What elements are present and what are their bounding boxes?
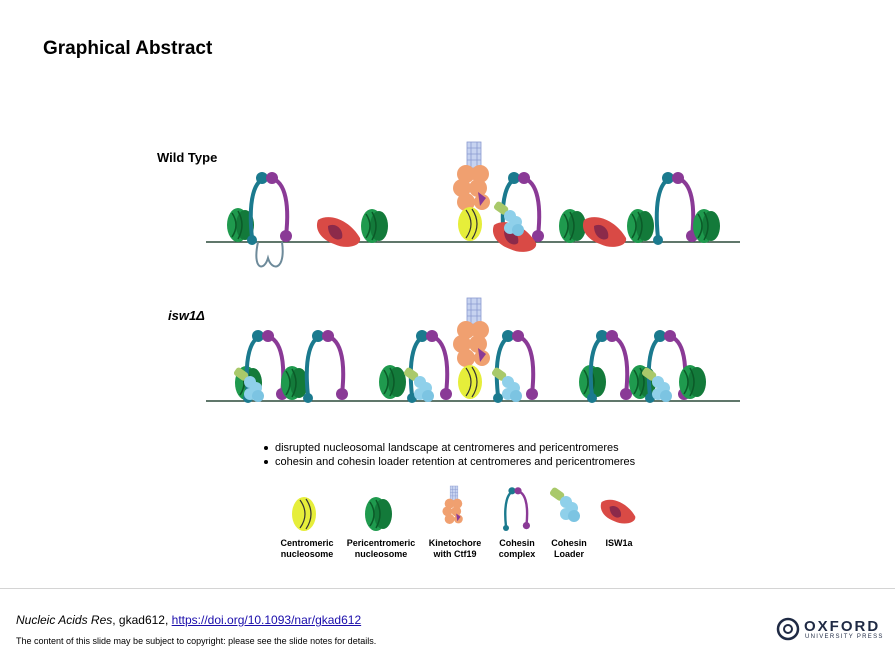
pericentromeric-nucleosome <box>626 208 655 244</box>
centromeric-nucleosome <box>457 364 483 400</box>
legend-kinetochore-icon <box>442 485 464 525</box>
publisher-name: OXFORD <box>804 618 881 635</box>
pericentromeric-nucleosome <box>360 208 389 244</box>
kinetochore <box>452 297 491 368</box>
pericentromeric-nucleosome <box>692 208 721 244</box>
journal-name: Nucleic Acids Res <box>16 613 113 627</box>
oup-emblem-icon <box>776 617 800 641</box>
legend-label-isw1a: ISW1a <box>605 538 633 548</box>
pericentromeric-nucleosome <box>558 208 587 244</box>
footer-divider <box>0 588 895 589</box>
doi-link[interactable]: https://doi.org/10.1093/nar/gkad612 <box>171 613 362 627</box>
legend-centromeric-icon <box>291 496 317 532</box>
copyright-notice: The content of this slide may be subject… <box>16 636 377 646</box>
publisher-subtitle: UNIVERSITY PRESS <box>805 634 884 640</box>
cohesin-loop-wt <box>255 241 284 268</box>
pericentromeric-nucleosome <box>378 364 407 400</box>
legend-isw1a-icon <box>600 499 636 524</box>
citation: Nucleic Acids Res, gkad612, https://doi.… <box>16 613 361 627</box>
legend-pericentromeric-icon <box>364 496 393 532</box>
pericentromeric-nucleosome <box>280 365 309 401</box>
page-title: Graphical Abstract <box>43 38 213 59</box>
legend-loader-icon <box>548 486 580 522</box>
graphical-abstract-figure <box>206 141 740 533</box>
pericentromeric-nucleosome <box>678 364 707 400</box>
row-label-wild-type: Wild Type <box>157 150 218 165</box>
cohesin-complex <box>651 170 700 247</box>
centromeric-nucleosome <box>457 206 483 242</box>
article-id: , gkad612, <box>112 613 172 627</box>
oup-logo: OXFORD UNIVERSITY PRESS <box>776 617 886 643</box>
cohesin-complex <box>301 328 350 405</box>
kinetochore <box>452 141 491 212</box>
finding-item: cohesin and cohesin loader retention at … <box>262 455 635 469</box>
cohesin-complex <box>245 170 294 247</box>
legend-cohesin-icon <box>501 486 532 533</box>
row-label-isw1-mutant: isw1Δ <box>168 308 205 323</box>
findings-list: disrupted nucleosomal landscape at centr… <box>262 441 635 469</box>
finding-item: disrupted nucleosomal landscape at centr… <box>262 441 635 455</box>
